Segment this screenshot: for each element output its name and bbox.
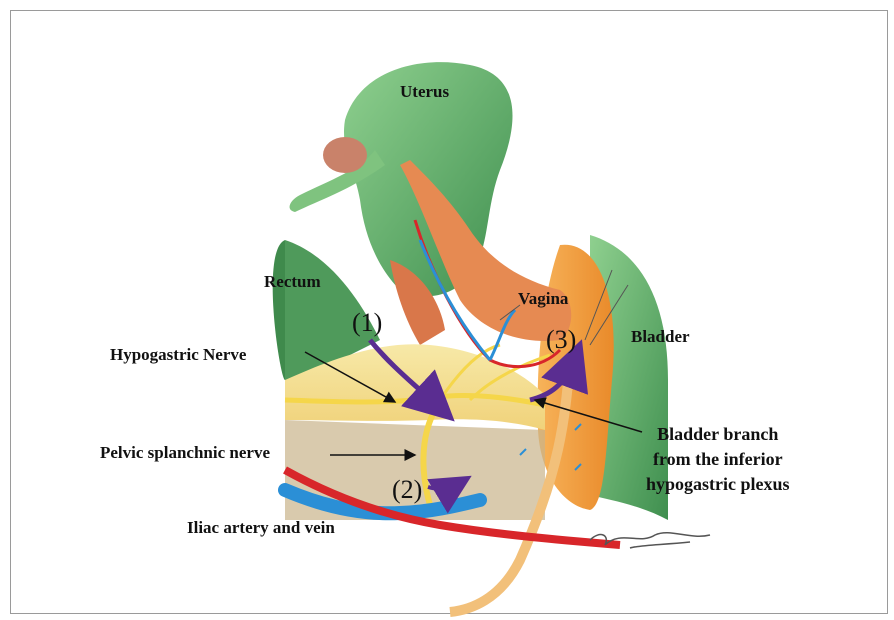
- label-pelvic-splanchnic-nerve: Pelvic splanchnic nerve: [100, 443, 270, 463]
- label-bladder: Bladder: [631, 327, 690, 347]
- label-rectum: Rectum: [264, 272, 321, 292]
- label-vagina: Vagina: [518, 289, 568, 309]
- label-bladder-branch-line1: Bladder branch: [646, 422, 790, 447]
- marker-3: (3): [546, 325, 576, 355]
- label-bladder-branch: Bladder branch from the inferior hypogas…: [646, 422, 790, 498]
- label-hypogastric-nerve: Hypogastric Nerve: [110, 345, 246, 365]
- marker-2: (2): [392, 475, 422, 505]
- label-bladder-branch-line2: from the inferior: [646, 447, 790, 472]
- label-uterus: Uterus: [400, 82, 449, 102]
- label-iliac-artery-vein: Iliac artery and vein: [187, 518, 335, 538]
- label-bladder-branch-line3: hypogastric plexus: [646, 472, 790, 497]
- marker-1: (1): [352, 308, 382, 338]
- ovary: [323, 137, 367, 173]
